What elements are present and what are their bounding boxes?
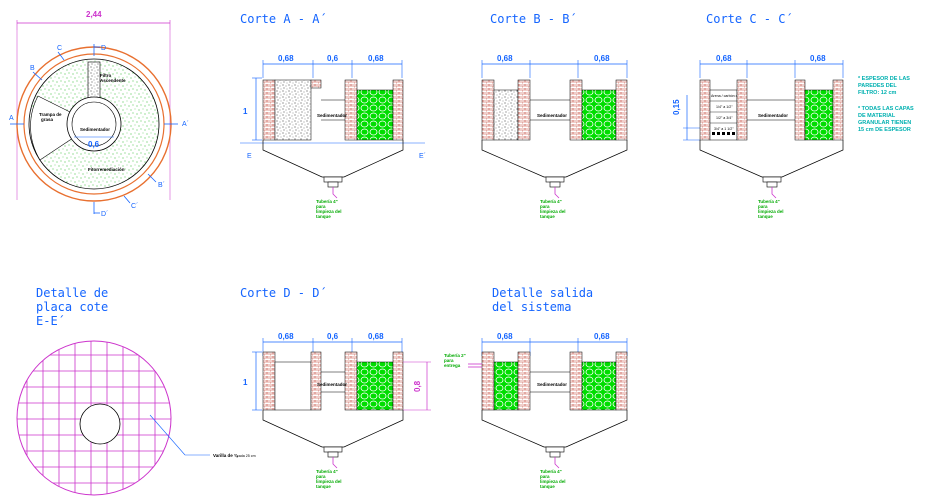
plan-label-ascendente: Ascendente: [100, 78, 126, 83]
aa-dim-left: 0,68: [278, 54, 294, 63]
plan-cut-d-prime: D´: [101, 211, 108, 218]
aa-sedimentador: Sedimentador: [317, 113, 347, 118]
plan-cut-b: B: [30, 65, 35, 72]
note2-line3: GRANULAR TIENEN: [858, 120, 911, 126]
plan-grease-trap: [30, 95, 95, 161]
exit-drain-l1: Tubería 4": [540, 469, 562, 474]
dd-dim-right: 0,68: [368, 332, 384, 341]
dd-drain-l2: para: [316, 474, 326, 479]
rebar-label: Varilla de ⅜: [213, 453, 238, 458]
aa-drain-l3: limpieza del: [316, 209, 342, 214]
aa-tag-e-prime: E´: [419, 153, 426, 160]
title-corte-bb: Corte B - B´: [490, 12, 577, 26]
cc-layer-1: Arena / carbón de 1/8: [711, 94, 746, 98]
exit-drain-l4: tanque: [540, 484, 555, 489]
note2-line2: DE MATERIAL: [858, 113, 896, 119]
note1-line3: FILTRO: 12 cm: [858, 90, 897, 96]
dd-drain-l1: Tubería 4": [316, 469, 338, 474]
title-plate-line2: placa cote: [36, 300, 108, 314]
cc-underdrain-blocks: [712, 132, 735, 135]
dd-dim-left: 0,68: [278, 332, 294, 341]
bb-dim-right: 0,68: [594, 54, 610, 63]
cc-height: 0,15: [672, 99, 681, 115]
note2-line4: 15 cm DE ESPESOR: [858, 127, 911, 133]
plan-cut-d: D: [101, 45, 106, 52]
plan-cut-b-prime: B´: [158, 182, 165, 189]
aa-drain-l1: Tubería 4": [316, 199, 338, 204]
cc-drain-l3: limpieza del: [758, 209, 784, 214]
aa-drain-l4: tanque: [316, 214, 331, 219]
cc-layer-3: 1/2" a 3/4": [716, 116, 733, 120]
cc-drain-l4: tanque: [758, 214, 773, 219]
cc-layer-4: 3/4" a 1 1/2": [714, 127, 734, 131]
plate-detail: Varilla de ⅜ cada 25 cm: [16, 340, 256, 496]
bb-sedimentador: Sedimentador: [537, 113, 567, 118]
aa-drain-l2: para: [316, 204, 326, 209]
plan-diameter-label: 2,44: [86, 10, 102, 19]
exit-dim-right: 0,68: [594, 332, 610, 341]
plan-upflow-wall: [87, 61, 101, 99]
title-corte-aa: Corte A - A´: [240, 12, 327, 26]
section-aa: 0,68 0,6 0,68 1 Sedimentador E E´ Tuberí…: [240, 54, 426, 219]
bb-dim-left: 0,68: [497, 54, 513, 63]
dd-drain-l3: limpieza del: [316, 479, 342, 484]
title-exit-line1: Detalle salida: [492, 286, 593, 300]
plan-label-fitorremediacion: Fitorremediación: [88, 167, 125, 172]
cc-dim-left: 0,68: [716, 54, 732, 63]
note1-line2: PAREDES DEL: [858, 83, 897, 89]
plan-view: 2,44 0,6 Filtro Ascendente Trampa de gra…: [9, 10, 189, 218]
bb-drain-l4: tanque: [540, 214, 555, 219]
aa-dim-mid: 0,6: [327, 54, 339, 63]
title-plate-line3: E-E´: [36, 314, 65, 328]
note2-line1: * TODAS LAS CAPAS: [858, 106, 914, 112]
notes: * ESPESOR DE LAS PAREDES DEL FILTRO: 12 …: [858, 76, 914, 133]
rebar-spacing: cada 25 cm: [237, 454, 256, 458]
plan-label-grasa: grasa: [41, 117, 54, 122]
exit-drain-l2: para: [540, 474, 550, 479]
section-cc: 0,68 0,68 0,15 Arena / carbón de 1/8 1/4…: [672, 54, 844, 219]
cc-sedimentador: Sedimentador: [758, 113, 788, 118]
plan-cut-c: C: [57, 45, 62, 52]
plan-cut-c-prime: C´: [131, 203, 138, 210]
aa-dim-right: 0,68: [368, 54, 384, 63]
section-exit: 0,68 0,68 Sedimentador Tubería 2" para e…: [444, 332, 628, 489]
cc-dim-right: 0,68: [810, 54, 826, 63]
exit-pipe-l3: entrega: [444, 363, 461, 368]
note1-line1: * ESPESOR DE LAS: [858, 76, 910, 82]
aa-height: 1: [243, 107, 248, 116]
plate-hole: [79, 403, 121, 445]
exit-sedimentador: Sedimentador: [537, 382, 567, 387]
plan-label-sedimentador: Sedimentador: [80, 127, 110, 132]
cc-layer-2: 1/4" a 1/2": [716, 105, 733, 109]
exit-dim-left: 0,68: [497, 332, 513, 341]
dd-height: 1: [243, 378, 248, 387]
title-corte-dd: Corte D - D´: [240, 286, 327, 300]
title-exit-line2: del sistema: [492, 300, 571, 314]
exit-pipe-l2: para: [444, 358, 454, 363]
dd-dim-mid: 0,6: [327, 332, 339, 341]
plan-inner-diameter: 0,6: [88, 140, 100, 149]
cc-drain-l1: Tubería 4": [758, 199, 780, 204]
title-corte-cc: Corte C - C´: [706, 12, 793, 26]
bb-drain-l2: para: [540, 204, 550, 209]
aa-tag-e: E: [247, 153, 252, 160]
dd-drain-l4: tanque: [316, 484, 331, 489]
section-bb: 0,68 0,68 Sedimentador Tubería 4" para l…: [481, 54, 628, 219]
title-plate-line1: Detalle de: [36, 286, 108, 300]
bb-drain-l3: limpieza del: [540, 209, 566, 214]
exit-drain-l3: limpieza del: [540, 479, 566, 484]
plan-cut-a: A: [9, 115, 14, 122]
dd-inner-height: 0,8: [413, 380, 422, 392]
dd-sedimentador: Sedimentador: [317, 382, 347, 387]
plan-cut-a-prime: A´: [182, 121, 189, 128]
exit-pipe-l1: Tubería 2": [444, 353, 466, 358]
plan-label-trampa: Trampa de: [39, 112, 62, 117]
section-dd: 0,68 0,6 0,68 1 Sedimentador 0,8 Tubería…: [243, 332, 431, 489]
plan-label-filtro: Filtro: [100, 73, 111, 78]
cc-drain-l2: para: [758, 204, 768, 209]
bb-drain-l1: Tubería 4": [540, 199, 562, 204]
